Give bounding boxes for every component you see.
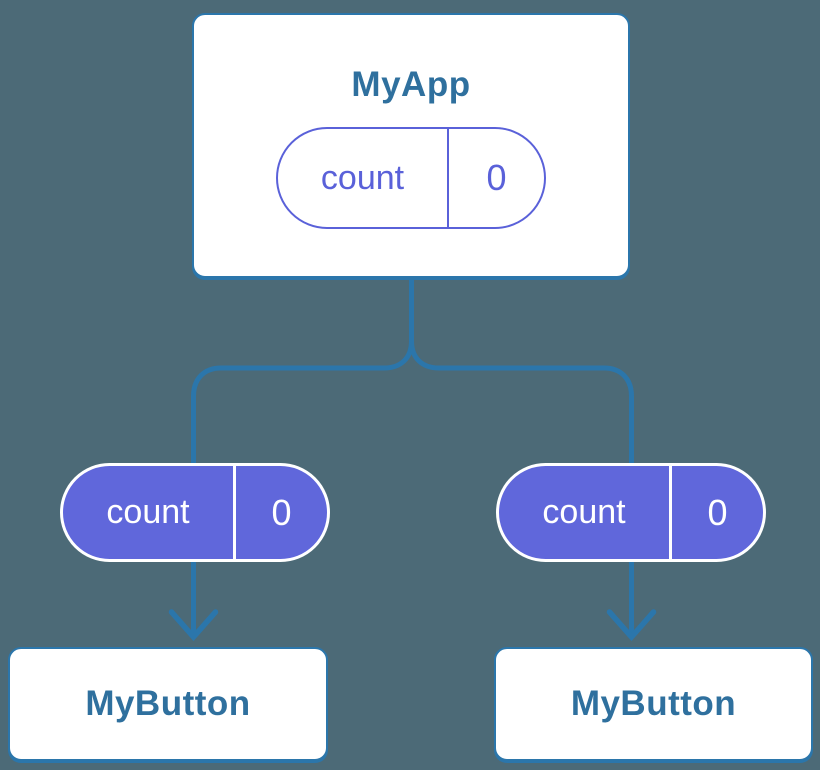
connector-branch-left xyxy=(191,340,414,633)
prop-value-label: 0 xyxy=(271,491,292,533)
component-card-mybutton-right: MyButton xyxy=(494,647,813,761)
prop-pill-left: count 0 xyxy=(60,463,330,562)
component-title-mybutton-left: MyButton xyxy=(85,684,251,723)
arrow-down-left-icon xyxy=(168,609,219,642)
prop-value-label: 0 xyxy=(707,491,728,533)
arrow-down-right-icon xyxy=(606,609,657,642)
component-card-mybutton-left: MyButton xyxy=(8,647,328,761)
prop-name-label: count xyxy=(499,466,672,559)
state-pill-myapp: count 0 xyxy=(276,127,546,229)
state-value-label: 0 xyxy=(486,157,507,198)
component-title-mybutton-right: MyButton xyxy=(570,684,737,723)
prop-pill-right: count 0 xyxy=(496,463,766,562)
component-title-myapp: MyApp xyxy=(351,65,471,104)
connector-branch-right xyxy=(409,340,634,633)
state-name-label: count xyxy=(278,129,449,227)
component-card-myapp: MyApp count 0 xyxy=(192,13,630,278)
prop-name-label: count xyxy=(63,466,236,559)
